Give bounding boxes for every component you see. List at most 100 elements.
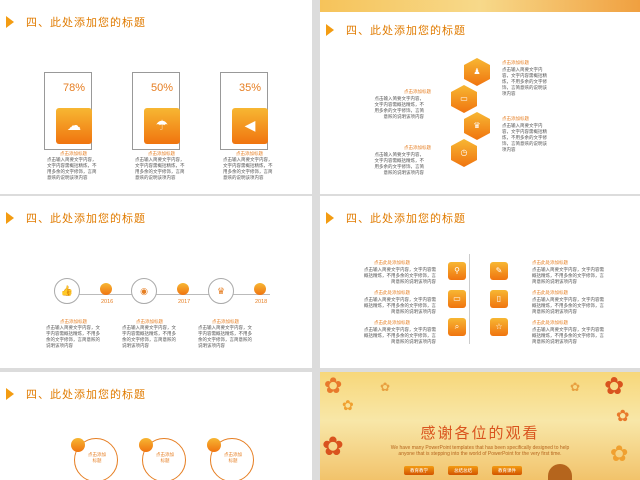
item-body-4: 点击输入简要文字内容，文字内容需概括精炼，不用多余的文字修饰，言简意赅的说明该项… <box>374 152 425 175</box>
clock-icon: ◷ <box>451 139 477 167</box>
slide-title: 四、此处添加您的标题 <box>320 210 466 226</box>
circle-heading-3: 点击添加标题 <box>224 452 242 463</box>
item-heading-3: 点击添加标题 <box>236 151 263 156</box>
trophy-icon: ♛ <box>208 278 234 304</box>
download-cloud-icon: ☁ <box>56 108 92 144</box>
trophy-icon: ♛ <box>464 112 490 140</box>
slide-title: 四、此处添加您的标题 <box>0 210 146 226</box>
circle-card-1 <box>74 438 118 480</box>
search-icon: ⚲ <box>448 262 466 280</box>
maple-leaf-icon: ✿ <box>616 406 630 425</box>
maple-leaf-icon: ✿ <box>604 372 625 400</box>
maple-leaf-icon: ✿ <box>380 380 391 394</box>
percent-value-1: 78% <box>62 82 86 94</box>
volume-icon: ◀ <box>232 108 268 144</box>
title-marker-icon <box>326 212 334 224</box>
maple-leaf-icon: ✿ <box>610 442 629 467</box>
item-body-2: 点击输入简要文字内容，文字内容需概括精炼，不用多余的文字修饰，言简意赅的说明该项… <box>135 157 185 180</box>
item-body-3: 点击输入简要文字内容，文字内容需概括精炼，不用多余的文字修饰，言简意赅的说明该项… <box>198 325 252 348</box>
timeline-dot-1 <box>100 283 112 295</box>
item-body-3: 点击输入简要文字内容，文字内容需概括精炼，不用多余的文字修饰，言简意赅的说明该项… <box>223 157 273 180</box>
item-body-1: 点击输入简要文字内容，文字内容需概括精炼，不用多余的文字修饰，言简意赅的说明该项… <box>46 325 100 348</box>
autumn-banner-strip <box>320 0 640 12</box>
item-heading-2: 点击添加标题 <box>136 319 163 324</box>
slide-6-thanks[interactable]: ✿ ✿ ✿ ✿ ✿ ✿ ✿ ✿ 感谢各位的观看 We have many Pow… <box>320 372 640 480</box>
circle-heading-2: 点击添加标题 <box>156 452 174 463</box>
slide-title: 四、此处添加您的标题 <box>0 14 146 30</box>
item-heading-3: 点击添加标题 <box>212 319 239 324</box>
circle-card-3 <box>210 438 254 480</box>
left-heading-3: 点击此处添加标题 <box>374 320 410 325</box>
item-body-1: 点击输入简要文字内容，文字内容需概括精炼，不用多余的文字修饰，言简意赅的说明该项… <box>47 157 97 180</box>
thanks-subtitle-line-2: anyone that is stepping into the world o… <box>398 451 562 457</box>
title-marker-icon <box>326 24 334 36</box>
timeline-dot-2 <box>177 283 189 295</box>
right-body-2: 点击输入简要文字内容，文字内容需概括精炼，不用多余的文字修饰，言简意赅的说明该项… <box>532 297 604 314</box>
chart-board-icon: ▭ <box>451 85 477 113</box>
thumbs-up-icon: 👍 <box>54 278 80 304</box>
percent-value-3: 35% <box>238 82 262 94</box>
magnifier-icon: ⌕ <box>448 318 466 336</box>
title-marker-icon <box>6 388 14 400</box>
item-body-3: 点击输入简要文字内容，文字内容需概括精炼，不用多余的文字修饰，言简意赅的说明该项… <box>502 123 547 152</box>
star-icon: ☆ <box>490 318 508 336</box>
slide-3[interactable]: 四、此处添加您的标题 👍 2016 ◉ 2017 ♛ 2018 点击添加标题 点… <box>0 196 312 368</box>
maple-leaf-icon: ✿ <box>322 432 344 462</box>
item-heading-3: 点击添加标题 <box>502 116 529 121</box>
timeline-dot-3 <box>254 283 266 295</box>
slide-title: 四、此处添加您的标题 <box>0 386 146 402</box>
maple-leaf-icon: ✿ <box>342 398 354 414</box>
year-label-1: 2016 <box>101 299 114 305</box>
left-heading-1: 点击此处添加标题 <box>374 260 410 265</box>
maple-leaf-icon: ✿ <box>570 380 581 394</box>
maple-leaf-icon: ✿ <box>324 374 343 399</box>
calendar-icon <box>207 438 221 452</box>
circle-card-2 <box>142 438 186 480</box>
item-body-2: 点击输入简要文字内容，文字内容需概括精炼，不用多余的文字修饰，言简意赅的说明该项… <box>122 325 176 348</box>
slide-2[interactable]: 四、此处添加您的标题 ♟ ▭ ♛ ◷ 点击添加标题 点击输入简要文字内容，文字内… <box>320 0 640 194</box>
tag-button-2[interactable]: 总结总结 <box>448 466 478 475</box>
slide-5[interactable]: 四、此处添加您的标题 点击添加标题 点击添加标题 点击添加标题 <box>0 372 312 480</box>
item-heading-2: 点击添加标题 <box>148 151 175 156</box>
title-marker-icon <box>6 16 14 28</box>
item-heading-1: 点击添加标题 <box>60 319 87 324</box>
mushroom-decoration <box>548 464 572 480</box>
item-body-2: 点击输入简要文字内容，文字内容需概括精炼，不用多余的文字修饰，言简意赅的说明该项… <box>374 96 425 119</box>
left-heading-2: 点击此处添加标题 <box>374 290 410 295</box>
right-heading-3: 点击此处添加标题 <box>532 320 568 325</box>
center-divider <box>469 254 470 344</box>
left-body-2: 点击输入简要文字内容，文字内容需概括精炼，不用多余的文字修饰，言简意赅的说明该项… <box>364 297 436 314</box>
right-heading-1: 点击此处添加标题 <box>532 260 568 265</box>
tag-button-1[interactable]: 教育教学 <box>404 466 434 475</box>
percent-value-2: 50% <box>150 82 174 94</box>
right-body-3: 点击输入简要文字内容，文字内容需概括精炼，不用多余的文字修饰，言简意赅的说明该项… <box>532 327 604 344</box>
presenter-icon: ♟ <box>464 58 490 86</box>
item-heading-1: 点击添加标题 <box>502 60 529 65</box>
monitor-icon: ▭ <box>448 290 466 308</box>
handshake-icon <box>71 438 85 452</box>
thanks-subtitle-line-1: We have many PowerPoint templates that h… <box>390 445 570 451</box>
phone-icon: ▯ <box>490 290 508 308</box>
item-heading-4: 点击添加标题 <box>404 145 431 150</box>
item-heading-1: 点击添加标题 <box>60 151 87 156</box>
year-label-2: 2017 <box>178 299 191 305</box>
people-icon <box>139 438 153 452</box>
title-marker-icon <box>6 212 14 224</box>
year-label-3: 2018 <box>255 299 268 305</box>
item-body-1: 点击输入简要文字内容，文字内容需概括精炼，不用多余的文字修饰，言简意赅的说明该项… <box>502 67 547 96</box>
right-heading-2: 点击此处添加标题 <box>532 290 568 295</box>
item-heading-2: 点击添加标题 <box>404 89 431 94</box>
umbrella-icon: ☂ <box>144 108 180 144</box>
right-body-1: 点击输入简要文字内容，文字内容需概括精炼，不用多余的文字修饰，言简意赅的说明该项… <box>532 267 604 284</box>
slide-1[interactable]: 四、此处添加您的标题 78% ☁ 点击添加标题 点击输入简要文字内容，文字内容需… <box>0 0 312 194</box>
thanks-title: 感谢各位的观看 <box>420 424 540 442</box>
left-body-1: 点击输入简要文字内容，文字内容需概括精炼，不用多余的文字修饰，言简意赅的说明该项… <box>364 267 436 284</box>
left-body-3: 点击输入简要文字内容，文字内容需概括精炼，不用多余的文字修饰，言简意赅的说明该项… <box>364 327 436 344</box>
tag-button-3[interactable]: 教育课件 <box>492 466 522 475</box>
slide-title: 四、此处添加您的标题 <box>320 22 466 38</box>
circle-heading-1: 点击添加标题 <box>88 452 106 463</box>
slide-4[interactable]: 四、此处添加您的标题 ⚲ ▭ ⌕ ✎ ▯ ☆ 点击此处添加标题 点击输入简要文字… <box>320 196 640 368</box>
camera-icon: ◉ <box>131 278 157 304</box>
timeline-line <box>58 294 270 295</box>
tag-icon: ✎ <box>490 262 508 280</box>
